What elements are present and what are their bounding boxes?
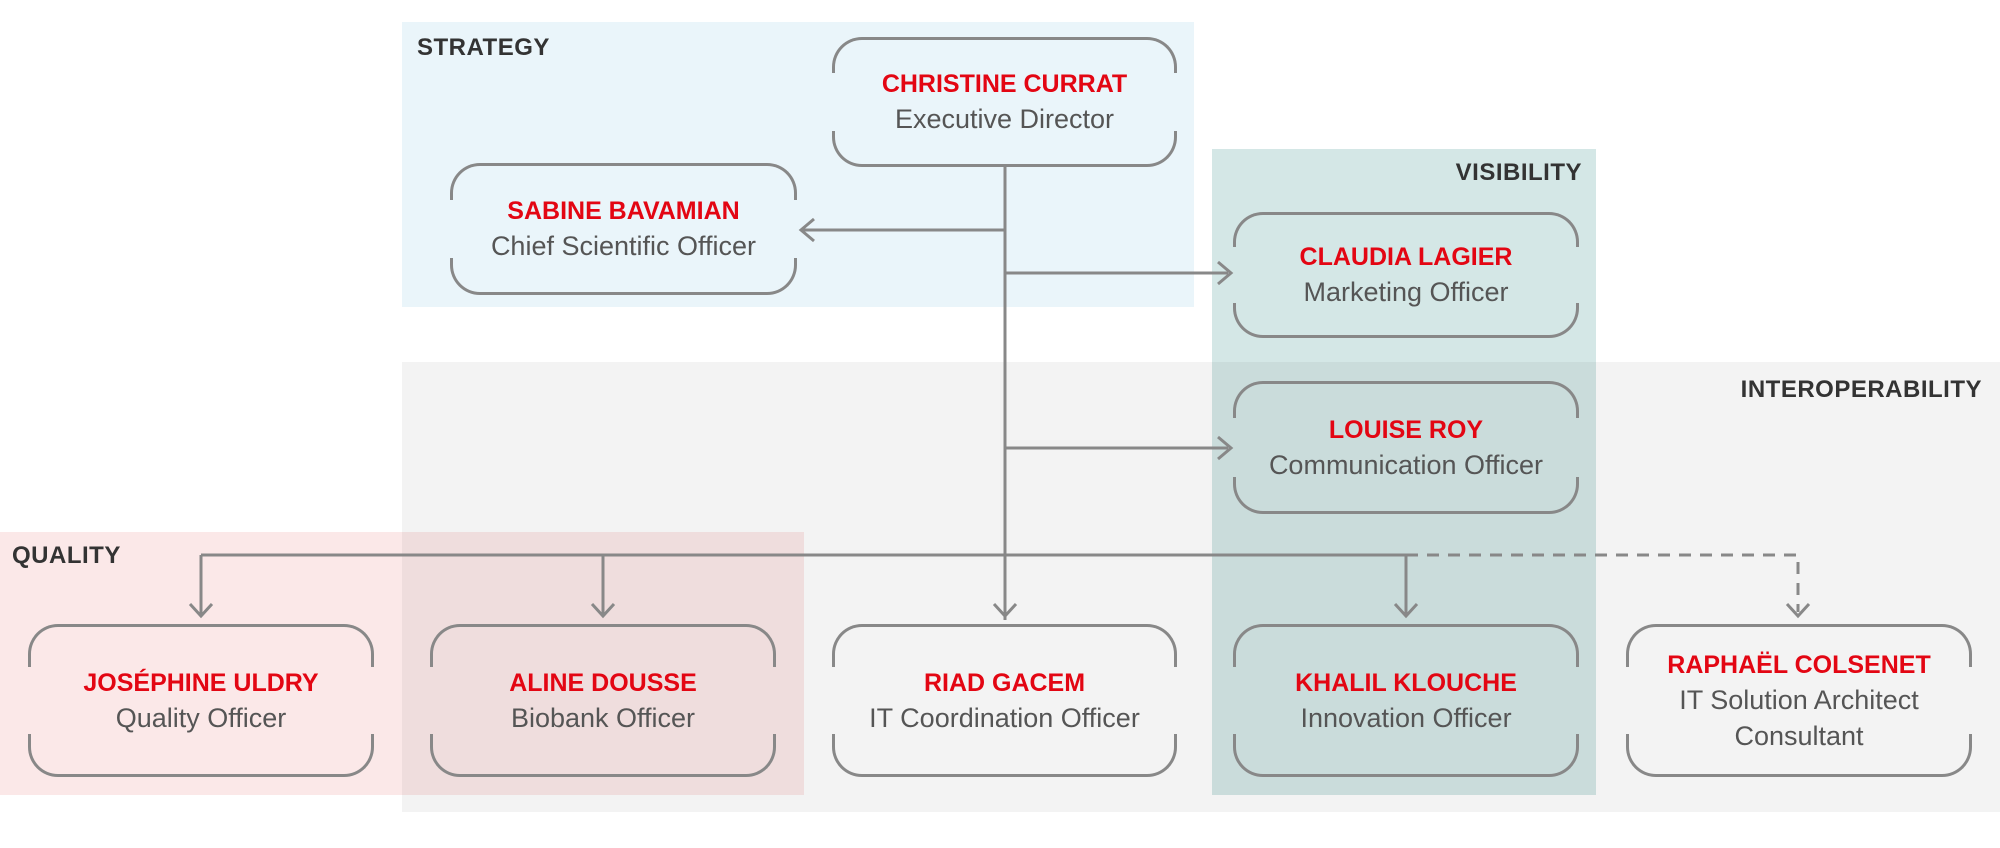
person-name: CHRISTINE CURRAT	[881, 70, 1128, 98]
person-card-khalil: KHALIL KLOUCHE Innovation Officer	[1233, 624, 1579, 778]
person-title: Innovation Officer	[1300, 702, 1512, 733]
person-name: ALINE DOUSSE	[509, 668, 697, 697]
person-name: CLAUDIA LAGIER	[1299, 243, 1513, 271]
person-card-riad: RIAD GACEM IT Coordination Officer	[832, 624, 1177, 778]
region-label-quality: QUALITY	[12, 542, 121, 569]
person-title: IT Solution Architect	[1679, 684, 1919, 715]
dashed-connector-raphael	[1406, 553, 1800, 612]
region-label-interoperability: INTEROPERABILITY	[1740, 376, 1982, 403]
arrow-josephine	[188, 602, 214, 619]
region-label-strategy: STRATEGY	[417, 34, 550, 61]
person-card-josephine: JOSÉPHINE ULDRY Quality Officer	[28, 624, 374, 778]
arrow-raphael	[1785, 602, 1811, 619]
arrow-riad	[992, 602, 1018, 619]
person-name: RAPHAËL COLSENET	[1667, 650, 1931, 679]
person-card-raphael: RAPHAËL COLSENET IT Solution Architect C…	[1626, 624, 1972, 778]
arrow-claudia	[1217, 260, 1234, 286]
person-name: KHALIL KLOUCHE	[1295, 668, 1517, 697]
arrow-sabine	[798, 217, 815, 243]
person-name: RIAD GACEM	[923, 668, 1086, 697]
arrow-khalil	[1393, 602, 1419, 619]
person-card-claudia: CLAUDIA LAGIER Marketing Officer	[1233, 212, 1579, 338]
person-title: IT Coordination Officer	[869, 702, 1140, 733]
person-card-louise: LOUISE ROY Communication Officer	[1233, 381, 1579, 514]
person-name: SABINE BAVAMIAN	[507, 197, 740, 225]
person-name: JOSÉPHINE ULDRY	[83, 668, 319, 697]
person-title: Biobank Officer	[510, 702, 696, 733]
person-card-aline: ALINE DOUSSE Biobank Officer	[430, 624, 776, 778]
person-card-sabine: SABINE BAVAMIAN Chief Scientific Officer	[450, 163, 797, 295]
region-label-visibility: VISIBILITY	[1455, 159, 1582, 186]
person-title: Marketing Officer	[1303, 277, 1509, 307]
person-card-christine: CHRISTINE CURRAT Executive Director	[832, 37, 1177, 167]
arrow-aline	[590, 602, 616, 619]
arrow-louise	[1217, 435, 1234, 461]
person-title: Executive Director	[894, 104, 1115, 134]
person-name: LOUISE ROY	[1328, 415, 1484, 444]
region-quality: QUALITY	[0, 532, 804, 795]
person-title: Communication Officer	[1268, 449, 1544, 480]
person-title: Quality Officer	[115, 702, 287, 733]
person-title-line2: Consultant	[1734, 720, 1864, 751]
region-visibility: VISIBILITY	[1212, 149, 1596, 795]
person-title: Chief Scientific Officer	[490, 231, 757, 261]
